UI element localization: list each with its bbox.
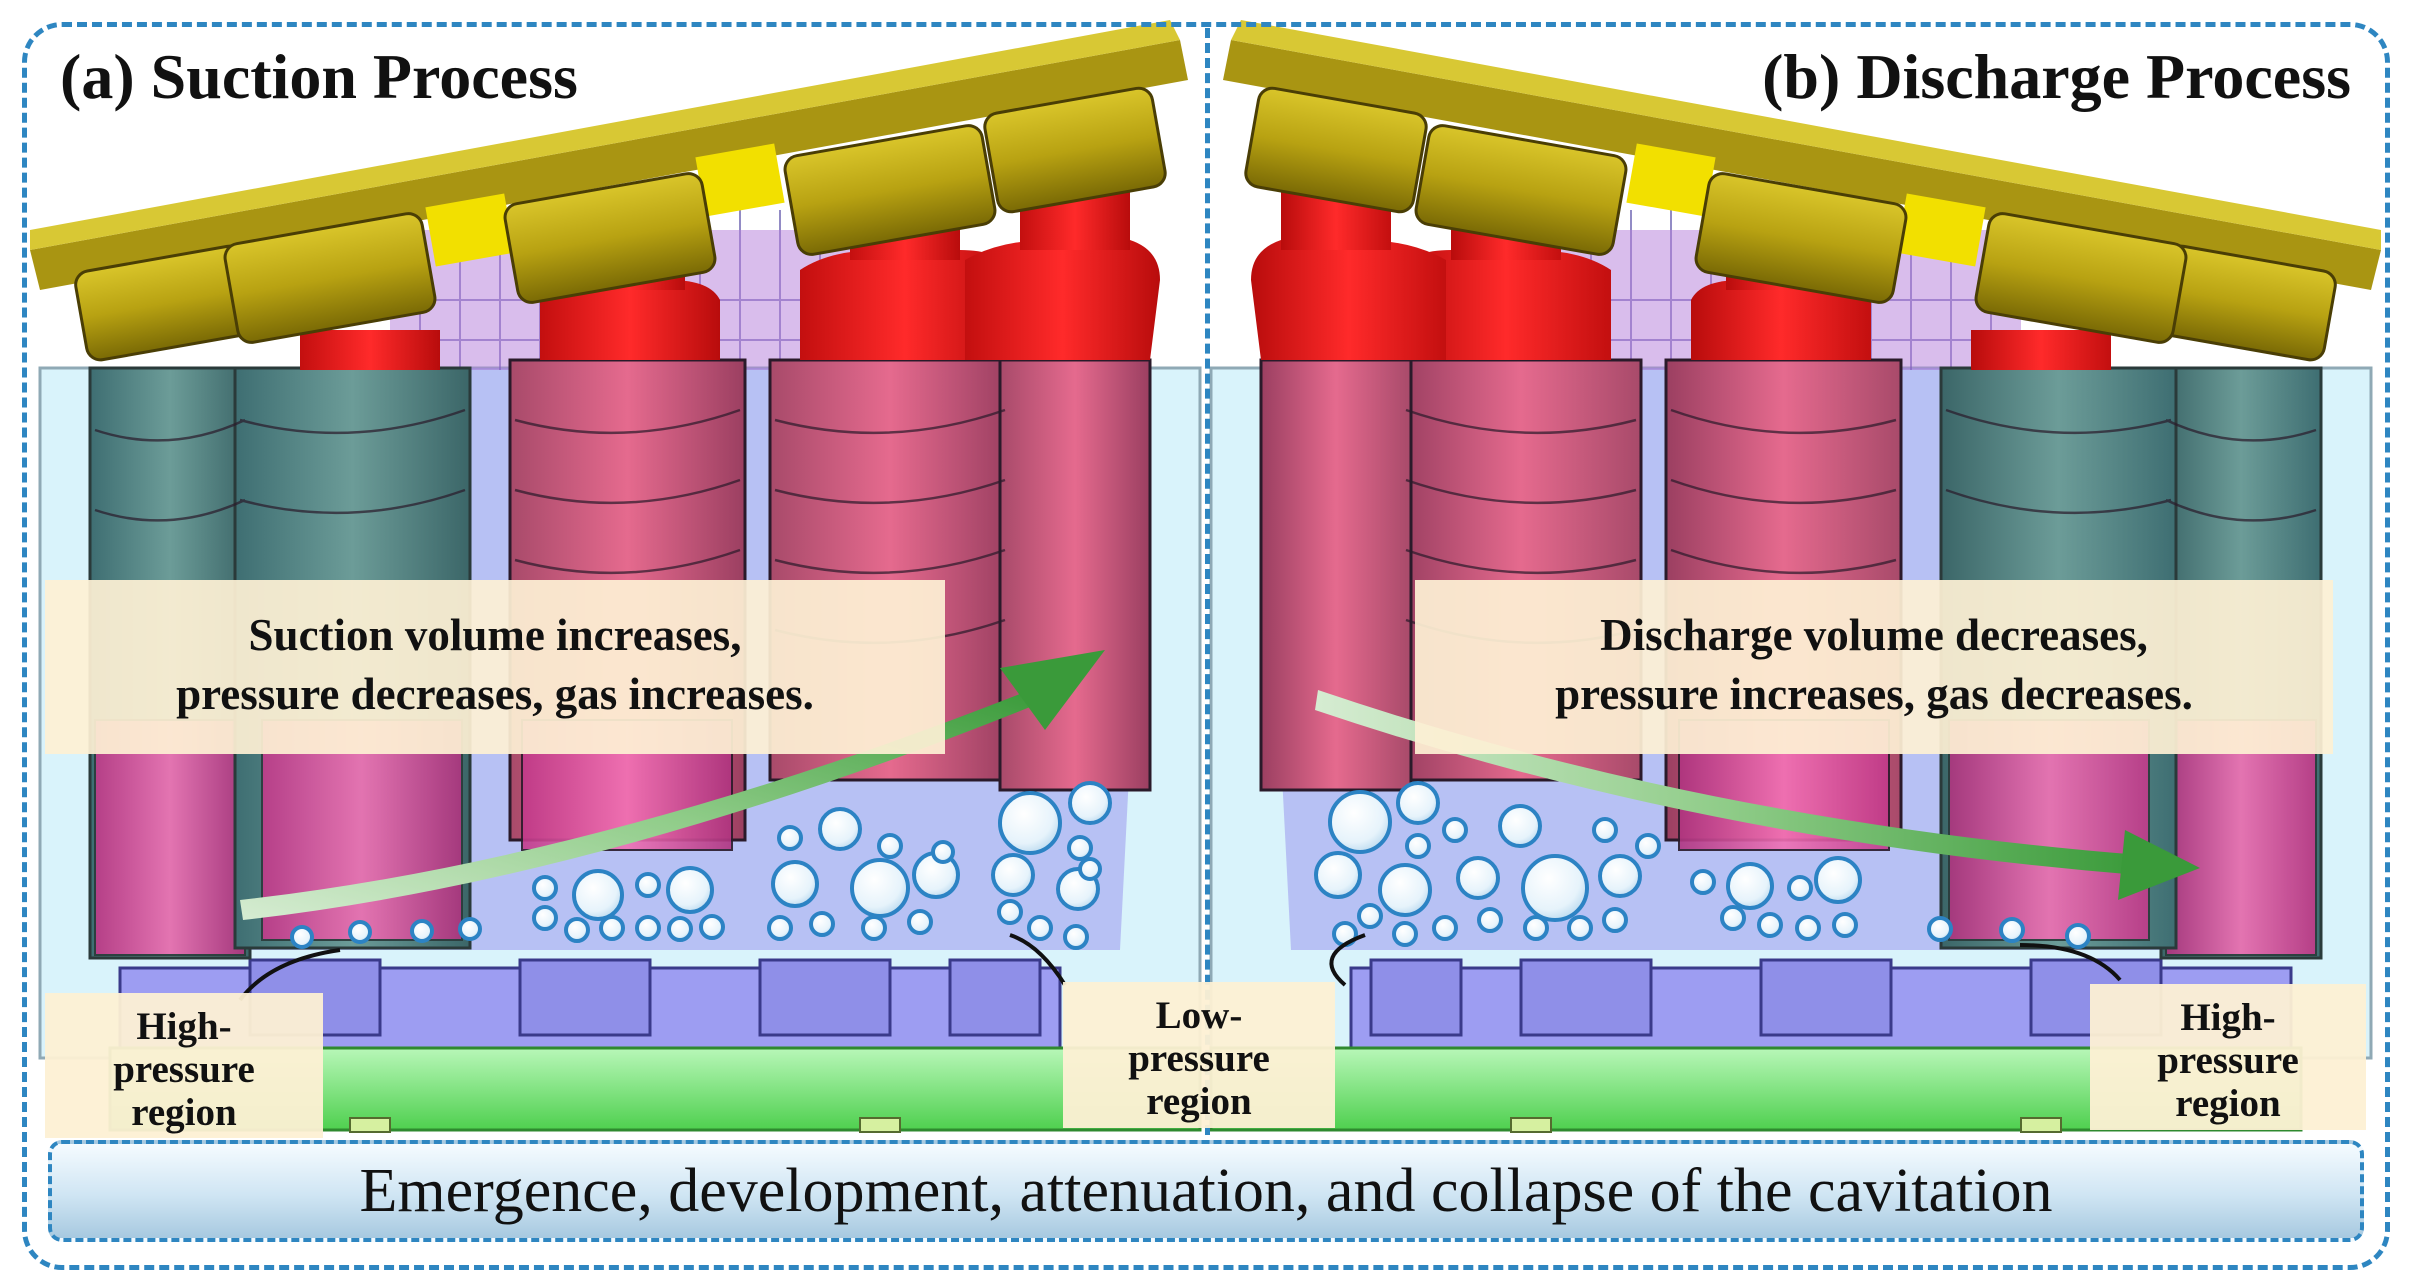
panel-divider [1205, 28, 1210, 1150]
region-label-line: pressure [2157, 1039, 2299, 1082]
discharge-arrow [1315, 690, 2200, 900]
region-label-line: pressure [1128, 1037, 1270, 1080]
low-pressure-region-label: Low- pressure region [1063, 982, 1335, 1128]
suction-callout-line2: pressure decreases, gas increases. [176, 669, 814, 719]
suction-arrow [240, 650, 1105, 920]
high-pressure-region-label-right: High- pressure region [2090, 984, 2366, 1130]
region-label-line: Low- [1155, 994, 1243, 1037]
suction-callout-line1: Suction volume increases, [248, 610, 742, 660]
discharge-callout-line1: Discharge volume decreases, [1600, 610, 2148, 660]
outer-dashed-frame [22, 22, 2390, 1270]
leader-lines [238, 933, 2122, 1002]
region-label-line: region [1146, 1080, 1252, 1123]
cavitation-bubbles-left [290, 781, 1112, 950]
region-label-line: High- [136, 1005, 232, 1048]
panel-a-title: (a) Suction Process [60, 41, 578, 112]
cavitation-bubbles-right [1314, 781, 2091, 949]
caption-banner: Emergence, development, attenuation, and… [48, 1140, 2364, 1242]
high-pressure-region-label-left: High- pressure region [45, 993, 323, 1138]
caption-text: Emergence, development, attenuation, and… [359, 1156, 2053, 1225]
panel-b-title: (b) Discharge Process [1762, 41, 2351, 112]
region-label-line: High- [2180, 996, 2276, 1039]
region-label-line: pressure [113, 1048, 255, 1091]
suction-callout: Suction volume increases, pressure decre… [45, 580, 945, 754]
discharge-callout: Discharge volume decreases, pressure inc… [1415, 580, 2333, 754]
discharge-callout-line2: pressure increases, gas decreases. [1555, 669, 2193, 719]
region-label-line: region [2175, 1082, 2281, 1125]
region-label-line: region [131, 1091, 237, 1134]
